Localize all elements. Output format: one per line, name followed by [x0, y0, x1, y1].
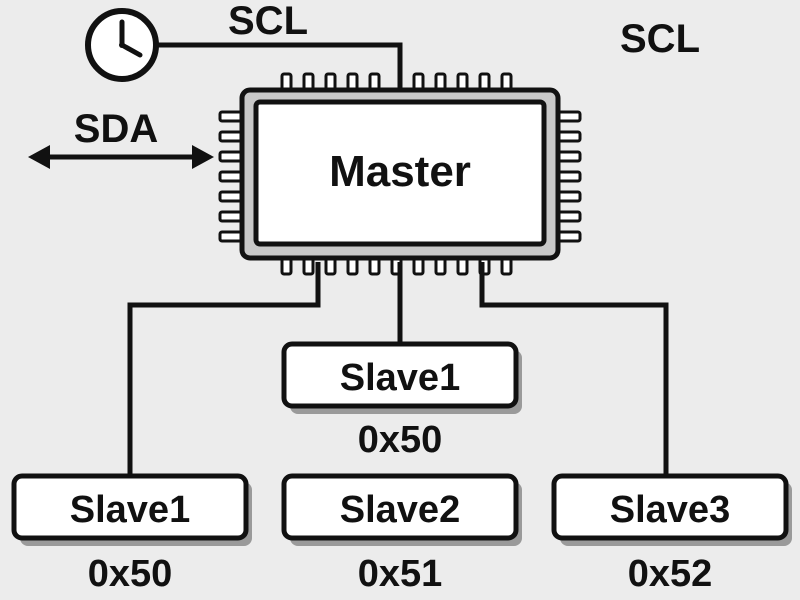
slave-box-3: Slave3 [551, 473, 792, 546]
slave-label-3: Slave3 [610, 489, 730, 531]
master-chip: Master [239, 87, 561, 261]
scl-line [156, 42, 403, 88]
slave-label-0: Slave1 [340, 357, 460, 399]
slave-address-3: 0x52 [628, 553, 713, 595]
slave-address-1: 0x50 [88, 553, 173, 595]
clock-icon [85, 8, 159, 82]
sda-label: SDA [74, 107, 158, 151]
slave-box-0: Slave1 [281, 341, 522, 414]
scl-label-top: SCL [228, 0, 308, 43]
slave-box-1: Slave1 [11, 473, 252, 546]
slave-address-2: 0x51 [358, 553, 443, 595]
slave-address-0: 0x50 [358, 419, 443, 461]
slave-label-2: Slave2 [340, 489, 460, 531]
slave-box-2: Slave2 [281, 473, 522, 546]
bus-lines [127, 262, 669, 474]
scl-label-right: SCL [620, 17, 700, 61]
master-label: Master [329, 147, 471, 196]
slave-label-1: Slave1 [70, 489, 190, 531]
bidirectional-arrow-icon [28, 145, 214, 169]
